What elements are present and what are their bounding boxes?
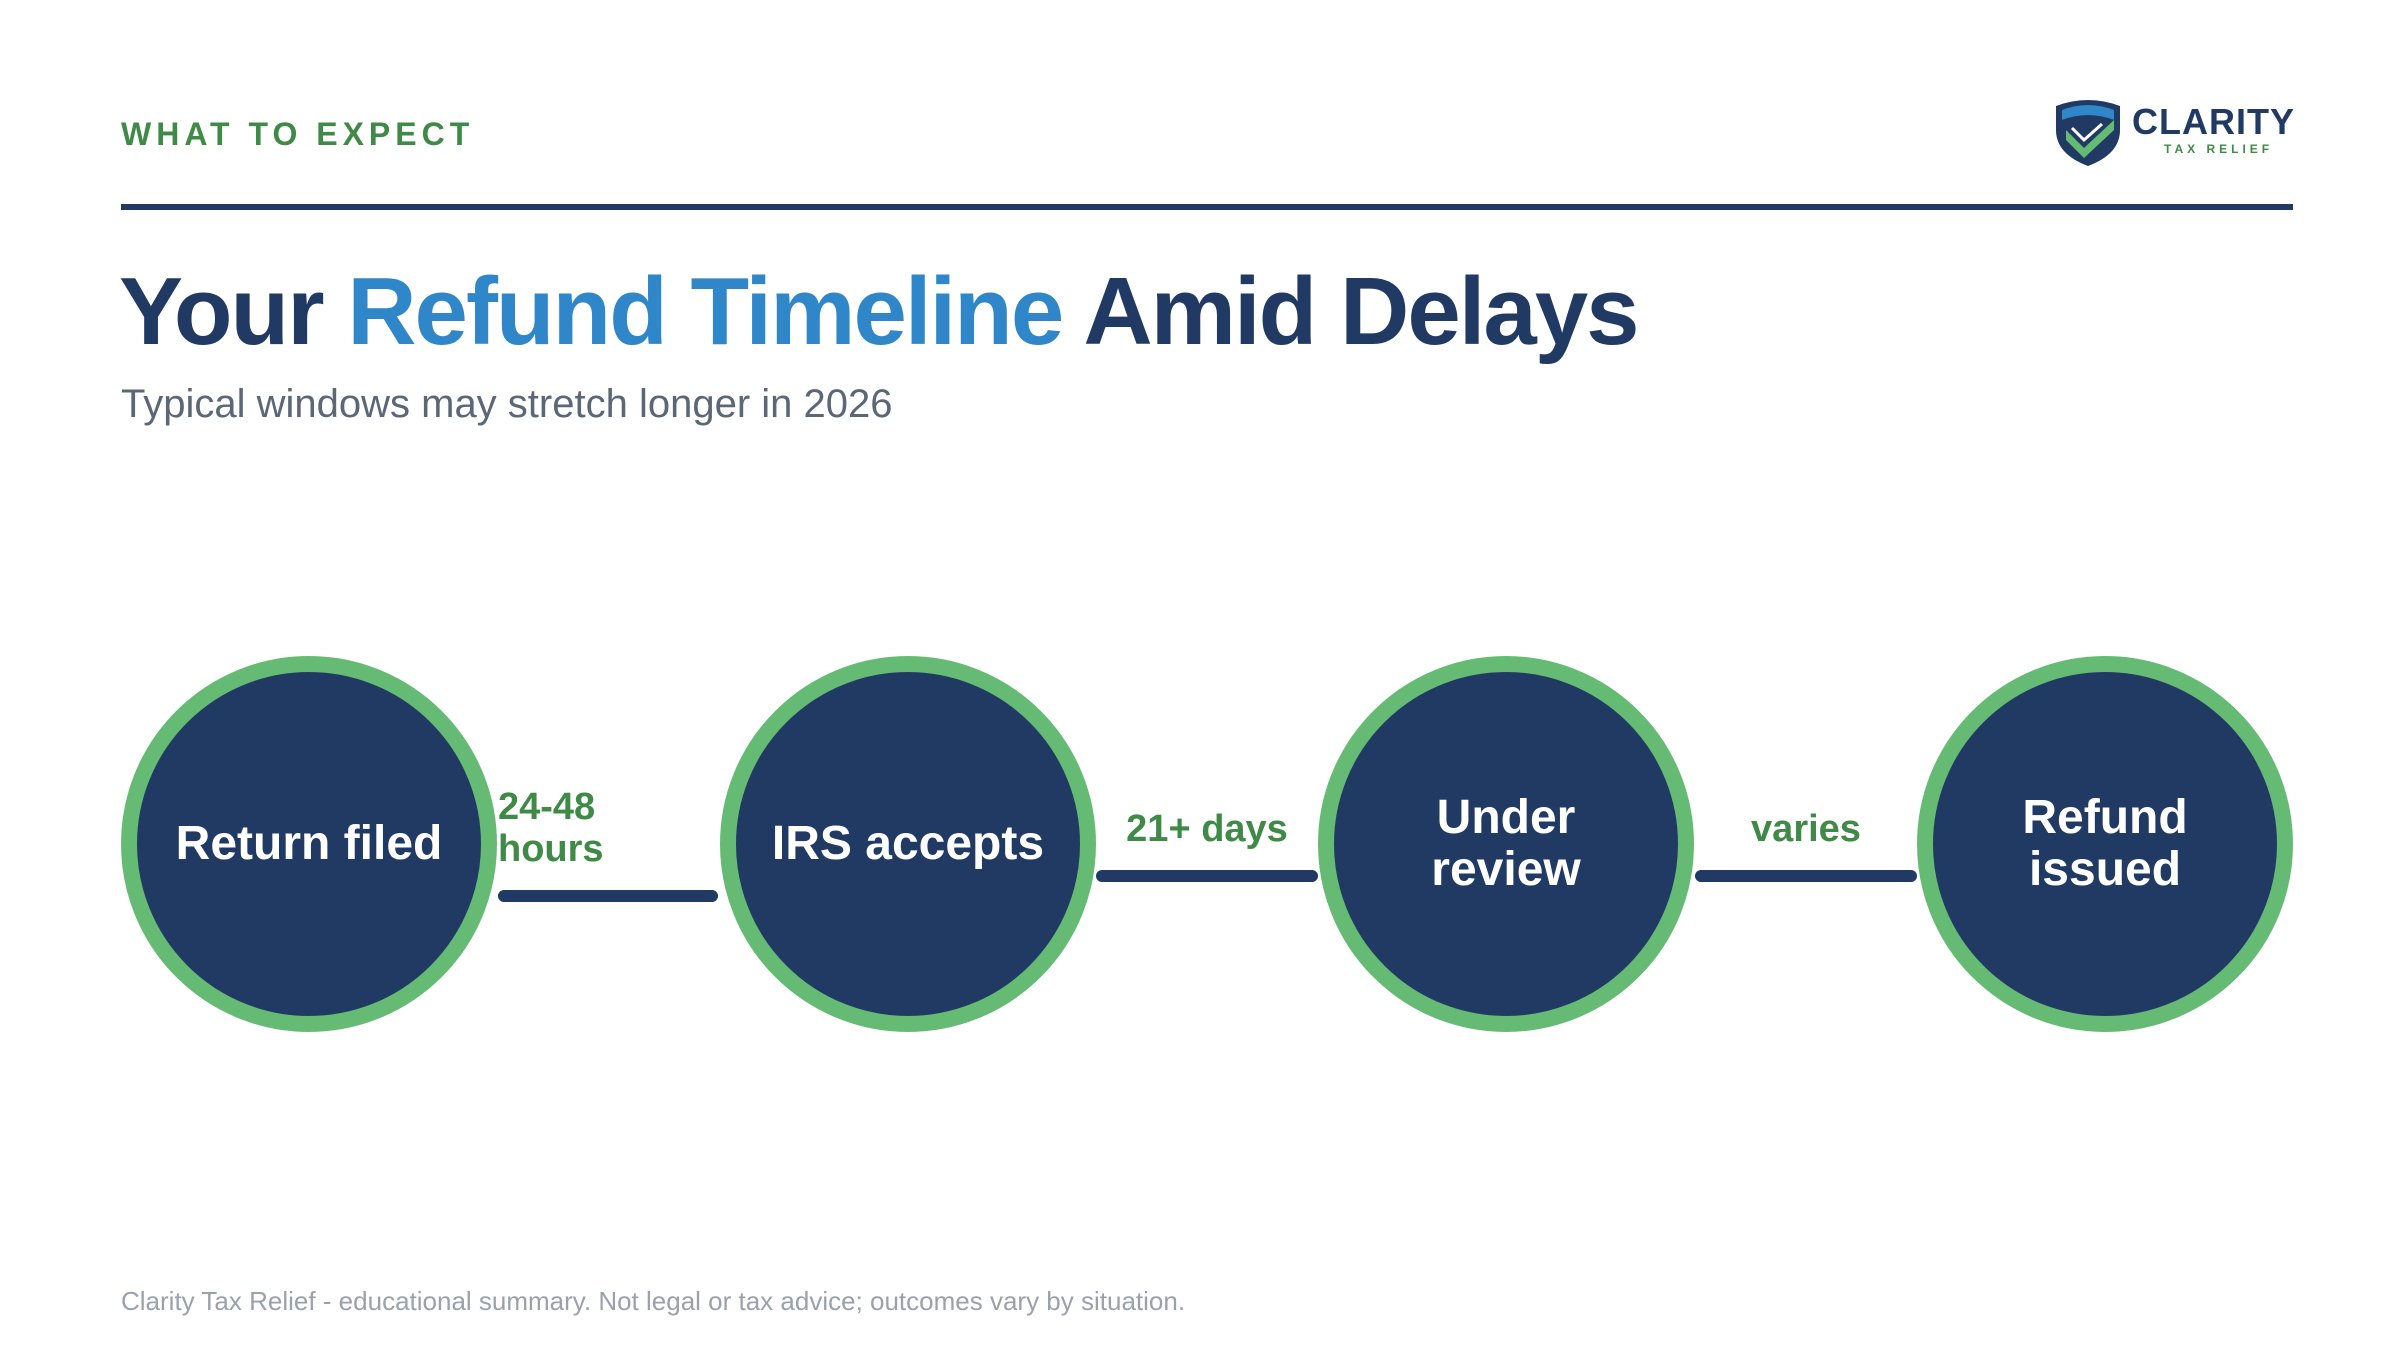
connector-line: [1096, 870, 1318, 882]
step-label: Under review: [1431, 791, 1581, 896]
duration-label: varies: [1751, 808, 1861, 850]
step-label: IRS accepts: [771, 817, 1045, 870]
shield-check-icon: [2056, 100, 2120, 166]
step-under-review: Under review: [1318, 656, 1694, 1032]
company-logo: CLARITY TAX RELIEF: [2052, 96, 2295, 168]
duration-label: 24-48 hours: [498, 786, 604, 870]
logo-name: CLARITY: [2132, 101, 2295, 142]
title-accent: Refund Timeline: [347, 258, 1064, 365]
step-label: Return filed: [175, 817, 443, 870]
title-rest: Amid Delays: [1083, 258, 1639, 365]
step-refund-issued: Refund issued: [1917, 656, 2293, 1032]
page-subtitle: Typical windows may stretch longer in 20…: [121, 382, 893, 426]
step-label: Refund issued: [2022, 791, 2188, 896]
logo-subtitle: TAX RELIEF: [2164, 142, 2274, 156]
page-title: Your Refund Timeline Amid Delays: [119, 256, 1640, 368]
connector-line: [498, 890, 718, 902]
step-return-filed: Return filed: [121, 656, 497, 1032]
duration-label: 21+ days: [1126, 808, 1288, 850]
step-irs-accepts: IRS accepts: [720, 656, 1096, 1032]
header-divider: [121, 204, 2293, 210]
footer-disclaimer: Clarity Tax Relief - educational summary…: [121, 1286, 1186, 1316]
connector-line: [1695, 870, 1917, 882]
title-lead: Your: [119, 258, 325, 365]
section-eyebrow: WHAT TO EXPECT: [121, 116, 475, 152]
